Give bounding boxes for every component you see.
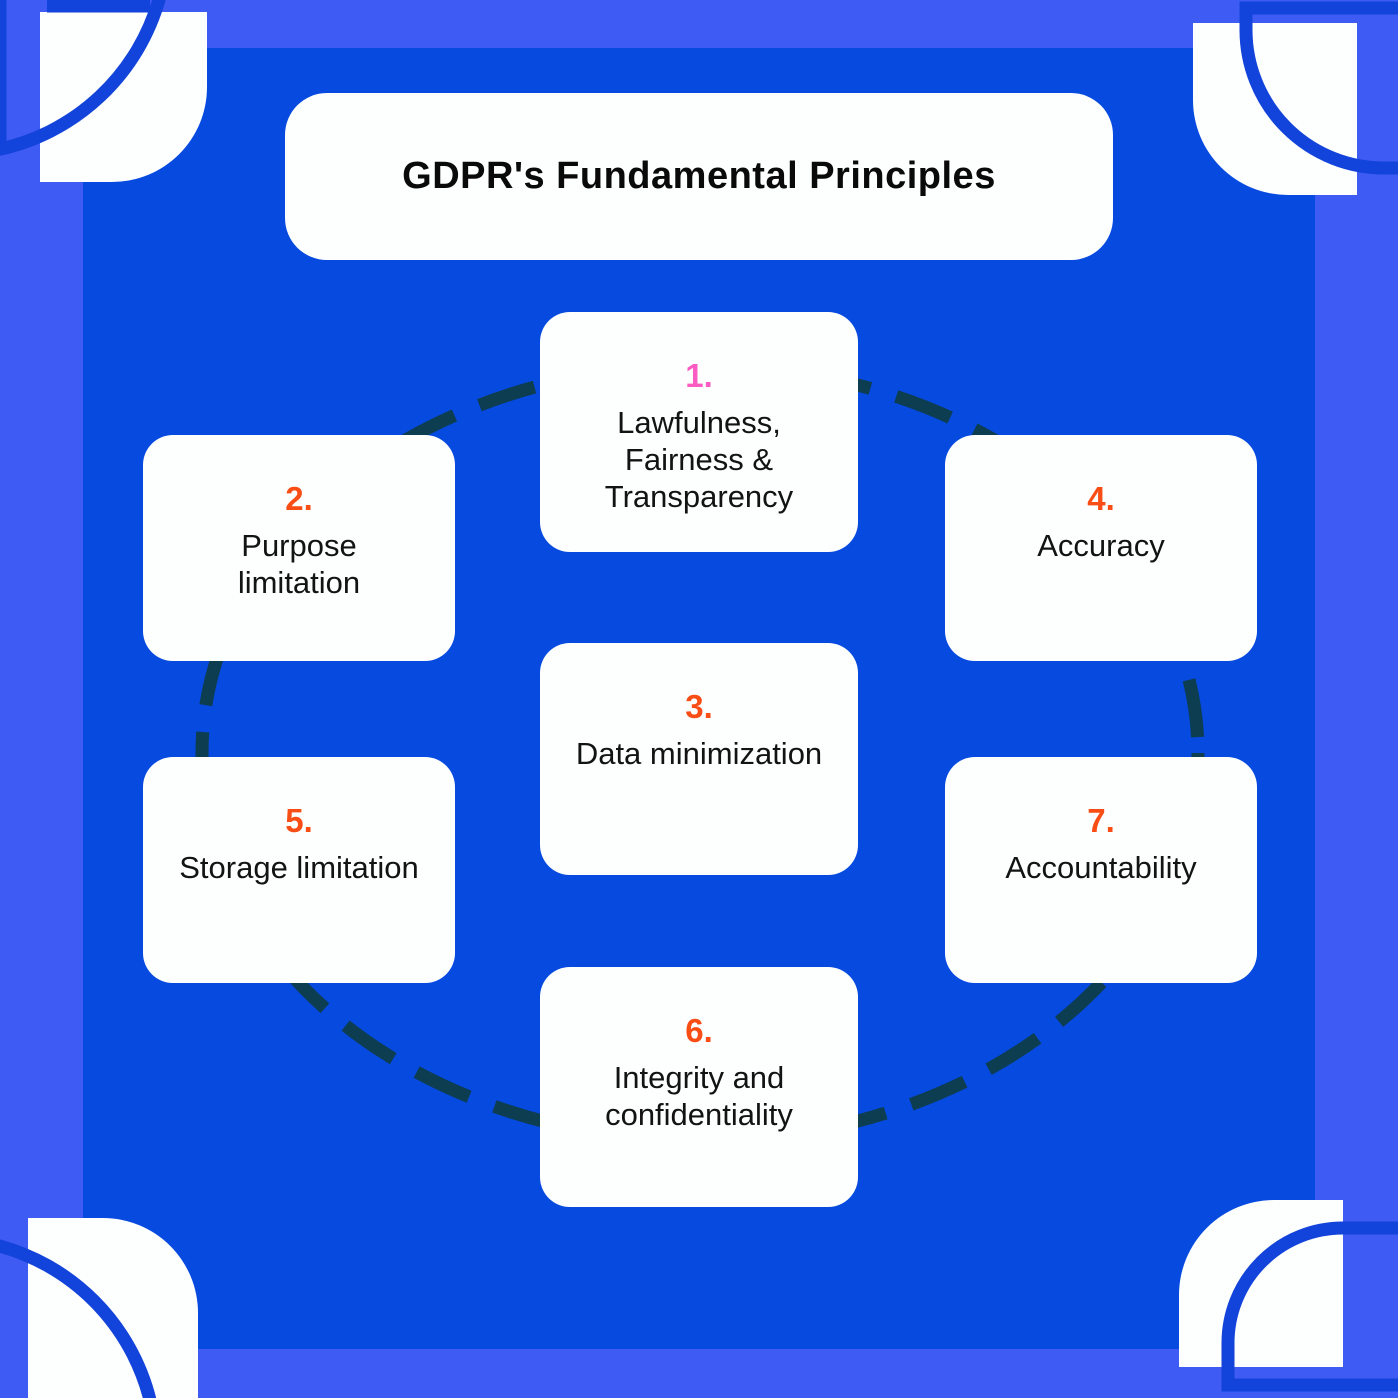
principle-card-2: 2. Purpose limitation bbox=[143, 435, 455, 661]
principle-number: 1. bbox=[685, 357, 713, 394]
principle-card-7: 7. Accountability bbox=[945, 757, 1257, 983]
principle-label: Storage limitation bbox=[179, 850, 419, 885]
principle-number: 6. bbox=[685, 1012, 713, 1049]
principle-number: 7. bbox=[1087, 802, 1115, 839]
principle-label: Accuracy bbox=[1037, 528, 1165, 563]
principle-label: Lawfulness, Fairness & Transparency bbox=[604, 405, 794, 514]
principle-number: 5. bbox=[285, 802, 313, 839]
principle-card-4: 4. Accuracy bbox=[945, 435, 1257, 661]
principle-label: Integrity and confidentiality bbox=[605, 1060, 793, 1132]
principle-label: Data minimization bbox=[575, 736, 823, 771]
principle-card-5: 5. Storage limitation bbox=[143, 757, 455, 983]
principle-label: Accountability bbox=[1005, 850, 1197, 885]
principle-number: 2. bbox=[285, 480, 313, 517]
principle-number: 4. bbox=[1087, 480, 1115, 517]
principle-card-3: 3. Data minimization bbox=[540, 643, 858, 875]
page-title: GDPR's Fundamental Principles bbox=[402, 155, 996, 197]
title-card: GDPR's Fundamental Principles bbox=[285, 93, 1113, 260]
principle-card-1: 1. Lawfulness, Fairness & Transparency bbox=[540, 312, 858, 552]
principle-label: Purpose limitation bbox=[237, 528, 361, 600]
principle-card-6: 6. Integrity and confidentiality bbox=[540, 967, 858, 1207]
principle-number: 3. bbox=[685, 688, 713, 725]
